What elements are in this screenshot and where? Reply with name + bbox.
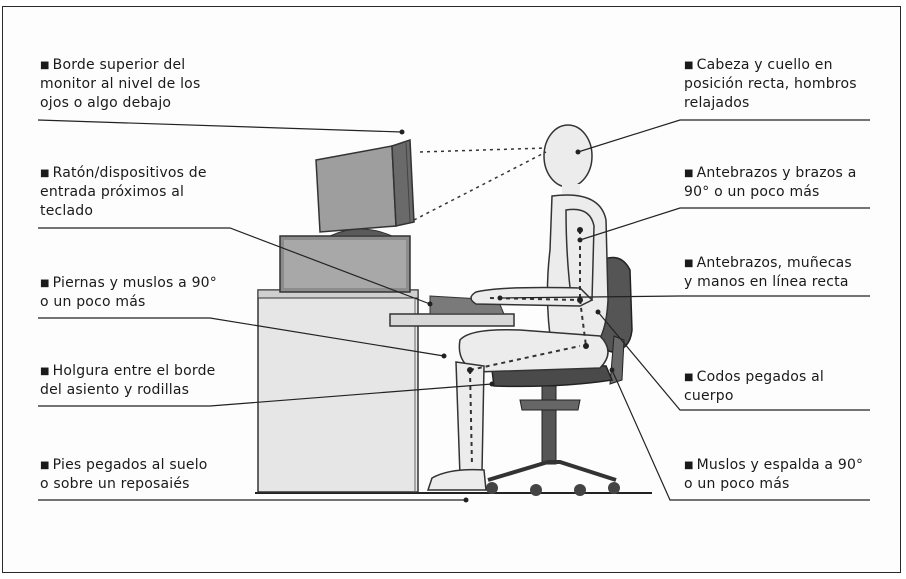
bullet-icon: ■ — [684, 258, 694, 269]
label-thighs-back: ■Muslos y espalda a 90° o un poco más — [684, 457, 864, 492]
bullet-icon: ■ — [684, 60, 694, 71]
leader-forearms — [579, 207, 870, 241]
bullet-icon: ■ — [684, 168, 694, 179]
monitor — [315, 138, 415, 233]
desk — [257, 289, 419, 493]
label-knee-clearance: ■Holgura entre el borde del asiento y ro… — [40, 363, 216, 398]
bullet-icon: ■ — [40, 366, 50, 377]
label-legs-angle: ■Piernas y muslos a 90° o un poco más — [40, 275, 217, 310]
leader-legs — [38, 317, 445, 357]
leader-clearance — [38, 383, 493, 407]
leader-lines — [37, 119, 870, 501]
label-wrists-straight: ■Antebrazos, muñecas y manos en línea re… — [684, 255, 852, 290]
leader-back — [611, 369, 870, 501]
label-elbows: ■Codos pegados al cuerpo — [684, 369, 825, 404]
joint-dots — [467, 227, 589, 373]
label-forearms-arms: ■Antebrazos y brazos a 90° o un poco más — [684, 165, 857, 200]
leader-dots — [399, 129, 615, 503]
sight-lines — [413, 147, 547, 221]
label-head-neck: ■Cabeza y cuello en posición recta, homb… — [684, 57, 857, 111]
bullet-icon: ■ — [684, 460, 694, 471]
label-input-devices: ■Ratón/dispositivos de entrada próximos … — [40, 165, 207, 219]
bullet-icon: ■ — [684, 372, 694, 383]
leader-monitor — [37, 119, 403, 133]
leader-elbows — [597, 311, 870, 411]
bullet-icon: ■ — [40, 278, 50, 289]
leader-head — [577, 119, 870, 153]
label-feet: ■Pies pegados al suelo o sobre un reposa… — [40, 457, 208, 492]
bullet-icon: ■ — [40, 60, 50, 71]
bullet-icon: ■ — [40, 168, 50, 179]
bullet-icon: ■ — [40, 460, 50, 471]
seated-person — [426, 124, 609, 491]
leader-wrists — [499, 295, 870, 299]
label-monitor-height: ■Borde superior del monitor al nivel de … — [40, 57, 201, 111]
monitor-stand — [279, 228, 411, 293]
leader-mouse — [38, 227, 431, 305]
